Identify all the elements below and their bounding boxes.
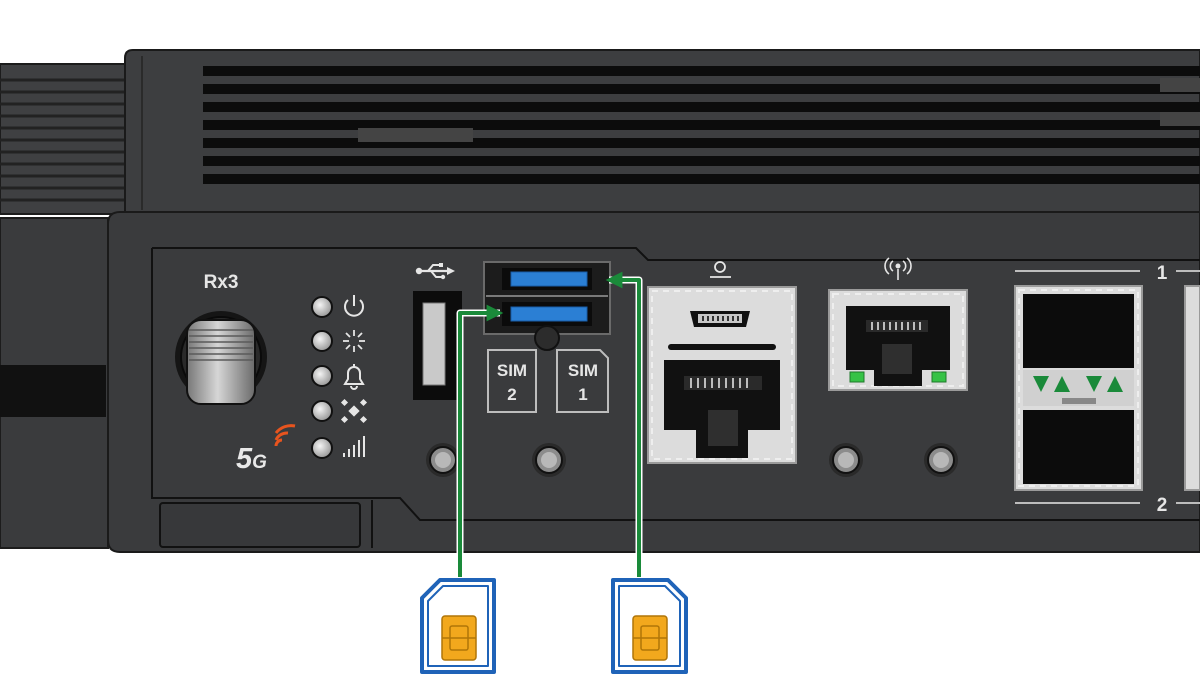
console-person-icon [710, 261, 731, 278]
usb-port [413, 263, 462, 400]
sim-2-label-top: SIM [497, 361, 527, 380]
svg-text:5G: 5G [236, 443, 267, 475]
wan-ethernet-port [828, 257, 968, 391]
sfp-port-label-1: 1 [1157, 263, 1168, 284]
screw [532, 443, 566, 477]
sim-1-label-top: SIM [568, 361, 598, 380]
sim-2-insertion-arrow [458, 304, 504, 577]
sim-1-label: SIM 1 [556, 349, 609, 413]
vent-slots [203, 66, 1200, 184]
5g-badge-big-text: 5 [236, 443, 253, 475]
panel-screws [426, 443, 958, 477]
sfp-cage: 1 2 [1014, 263, 1200, 516]
screw [924, 443, 958, 477]
sim-2-label: SIM 2 [487, 349, 537, 413]
sim-1-insertion-arrow [605, 271, 641, 577]
power-icon [344, 295, 364, 317]
link-led-left [849, 371, 865, 383]
signal-strength-icon [343, 436, 365, 457]
status-led-alert [311, 365, 333, 387]
alert-bell-icon [343, 364, 365, 390]
sfp-slot-1 [1023, 294, 1134, 368]
5g-signal-waves-icon [274, 424, 296, 447]
sfp-slot-2 [1023, 410, 1134, 484]
sim-slot-block: SIM 2 SIM 1 [483, 261, 611, 413]
screw [829, 443, 863, 477]
wireless-antenna-icon [884, 257, 912, 280]
status-led-signal [311, 437, 333, 459]
5g-badge: 5G [236, 424, 296, 475]
5g-badge-small-text: G [252, 452, 267, 473]
sim-chip-icon [441, 615, 477, 661]
console-port [647, 261, 797, 464]
status-led-power [311, 296, 333, 318]
sfp-port-label-2: 2 [1157, 495, 1168, 516]
sim-1-label-bottom: 1 [578, 385, 587, 404]
sim-insertion-arrows [456, 271, 643, 577]
sfp-direction-triangles [1033, 376, 1123, 392]
status-led-satellite [311, 400, 333, 422]
satellite-icon [340, 398, 368, 424]
sim-chip-icon [632, 615, 668, 661]
screw [426, 443, 460, 477]
link-led-right [931, 371, 947, 383]
activity-burst-icon [343, 330, 365, 352]
status-led-activity [311, 330, 333, 352]
antenna-connector-rx3: Rx3 [175, 272, 267, 405]
sim-card-2 [420, 578, 496, 674]
sim-eject-button [534, 325, 560, 351]
usb-icon [415, 263, 455, 280]
sim-2-label-bottom: 2 [507, 385, 516, 404]
sim-card-1 [611, 578, 688, 674]
antenna-label: Rx3 [204, 272, 239, 293]
status-leds [311, 295, 368, 459]
